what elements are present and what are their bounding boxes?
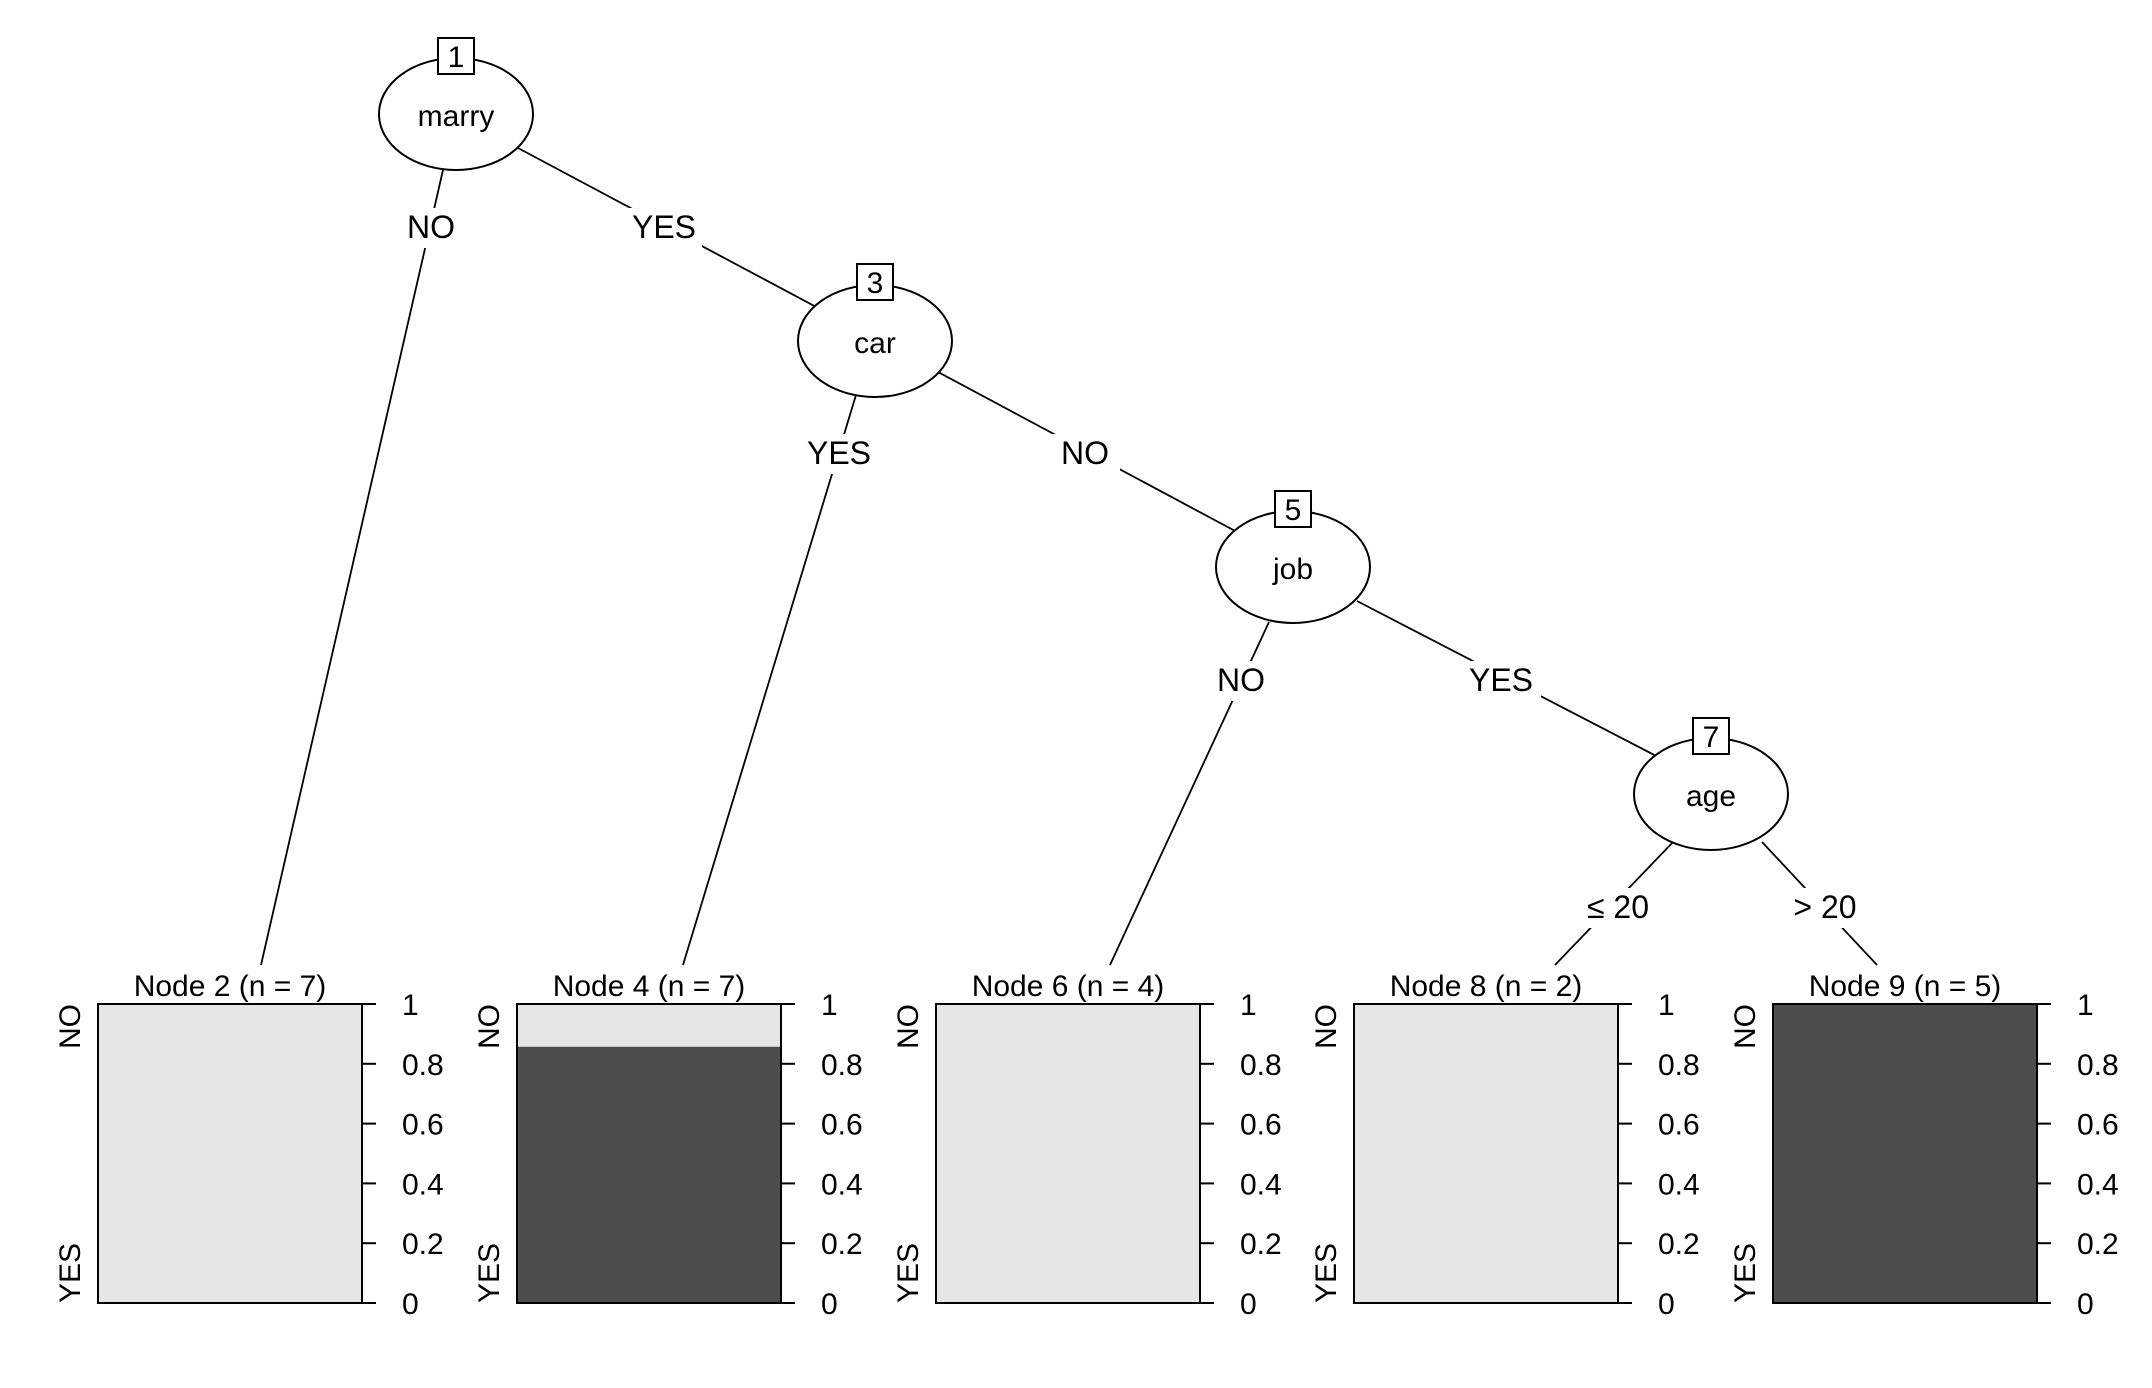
edge-label-age-gt-20: > 20 (1793, 889, 1856, 925)
class-label-yes: YES (1729, 1243, 1762, 1303)
terminal-node-4: Node 8 (n = 2) NO YES 1 0.8 0.6 0.4 0.2 0 (1310, 970, 1700, 1321)
axis-tick-label: 0.2 (821, 1228, 863, 1261)
edge-label-job-yes: YES (1469, 662, 1533, 698)
axis-tick-label: 0.4 (821, 1168, 863, 1201)
bar-no (517, 1004, 781, 1047)
edge-label-age-le-20: ≤ 20 (1587, 889, 1649, 925)
axis-tick-label: 1 (1658, 989, 1675, 1022)
node-label-job: job (1272, 553, 1313, 586)
axis-tick-label: 0.4 (1658, 1168, 1700, 1201)
inner-node-1: marry 1 (378, 37, 534, 171)
terminal-node-title: Node 2 (n = 7) (134, 970, 327, 1003)
axis-tick-label: 1 (402, 989, 419, 1022)
inner-node-3: car 3 (797, 263, 953, 398)
bar-yes (517, 1046, 781, 1303)
edge-1-2 (260, 169, 444, 966)
edge-label-job-no: NO (1217, 662, 1265, 698)
axis-tick-label: 0 (402, 1288, 419, 1321)
class-label-no: NO (892, 1004, 925, 1049)
axis-tick-label: 1 (2077, 989, 2094, 1022)
class-label-yes: YES (54, 1243, 87, 1303)
terminal-node-title: Node 6 (n = 4) (972, 970, 1165, 1003)
axis-tick-label: 0.6 (2077, 1109, 2119, 1142)
axis-tick-label: 1 (821, 989, 838, 1022)
class-label-no: NO (54, 1004, 87, 1049)
bar-no (936, 1004, 1200, 1303)
edges (260, 147, 1878, 966)
node-id-5: 5 (1285, 494, 1302, 527)
bar-no (98, 1004, 362, 1303)
bar-no (1354, 1004, 1618, 1303)
axis-tick-label: 0 (1658, 1288, 1675, 1321)
edge-label-car-no: NO (1061, 435, 1109, 471)
axis-tick-label: 0.2 (402, 1228, 444, 1261)
node-label-car: car (854, 327, 896, 360)
terminal-node-1: Node 2 (n = 7) NO YES 1 0.8 0.6 0.4 0.2 0 (54, 970, 444, 1321)
terminal-node-title: Node 4 (n = 7) (553, 970, 746, 1003)
axis-tick-label: 0.8 (1240, 1049, 1282, 1082)
edge-label-marry-no: NO (407, 209, 455, 245)
axis-tick-label: 0.4 (1240, 1168, 1282, 1201)
axis-tick-label: 0.2 (1658, 1228, 1700, 1261)
node-id-box (437, 37, 475, 75)
node-label-marry: marry (418, 100, 495, 133)
node-label-age: age (1686, 780, 1736, 813)
terminal-node-2: Node 4 (n = 7) NO YES 1 0.8 0.6 0.4 0.2 0 (473, 970, 863, 1321)
node-id-7: 7 (1703, 721, 1720, 754)
axis-tick-label: 0.2 (2077, 1228, 2119, 1261)
terminal-node-title: Node 8 (n = 2) (1390, 970, 1583, 1003)
class-label-no: NO (473, 1004, 506, 1049)
axis-tick-label: 0 (2077, 1288, 2094, 1321)
terminal-node-title: Node 9 (n = 5) (1809, 970, 2002, 1003)
axis-tick-label: 0.8 (2077, 1049, 2119, 1082)
class-label-no: NO (1729, 1004, 1762, 1049)
terminal-node-3: Node 6 (n = 4) NO YES 1 0.8 0.6 0.4 0.2 0 (892, 970, 1282, 1321)
node-id-1: 1 (448, 41, 465, 74)
inner-node-7: age 7 (1633, 717, 1789, 851)
axis-tick-label: 0.2 (1240, 1228, 1282, 1261)
axis-tick-label: 0.4 (2077, 1168, 2119, 1201)
axis-tick-label: 0.6 (402, 1109, 444, 1142)
node-id-box (1274, 490, 1312, 528)
axis-tick-label: 0.8 (1658, 1049, 1700, 1082)
edge-label-marry-yes: YES (632, 209, 696, 245)
class-label-yes: YES (1310, 1243, 1343, 1303)
edge-3-4 (682, 394, 857, 966)
node-id-3: 3 (867, 267, 884, 300)
axis-tick-label: 0 (821, 1288, 838, 1321)
axis-tick-label: 0.8 (402, 1049, 444, 1082)
axis-tick-label: 0 (1240, 1288, 1257, 1321)
edge-label-car-yes: YES (807, 435, 871, 471)
node-id-box (1692, 717, 1730, 755)
inner-node-5: job 5 (1215, 490, 1371, 624)
axis-tick-label: 0.4 (402, 1168, 444, 1201)
edge-labels: NO YES YES NO NO YES ≤ 20 > 20 (397, 208, 1865, 928)
axis-tick-label: 0.8 (821, 1049, 863, 1082)
axis-tick-label: 0.6 (821, 1109, 863, 1142)
class-label-no: NO (1310, 1004, 1343, 1049)
bar-yes (1773, 1004, 2037, 1303)
node-id-box (856, 263, 894, 301)
class-label-yes: YES (892, 1243, 925, 1303)
axis-tick-label: 1 (1240, 989, 1257, 1022)
class-label-yes: YES (473, 1243, 506, 1303)
axis-tick-label: 0.6 (1658, 1109, 1700, 1142)
axis-tick-label: 0.6 (1240, 1109, 1282, 1142)
terminal-node-5: Node 9 (n = 5) NO YES 1 0.8 0.6 0.4 0.2 0 (1729, 970, 2119, 1321)
